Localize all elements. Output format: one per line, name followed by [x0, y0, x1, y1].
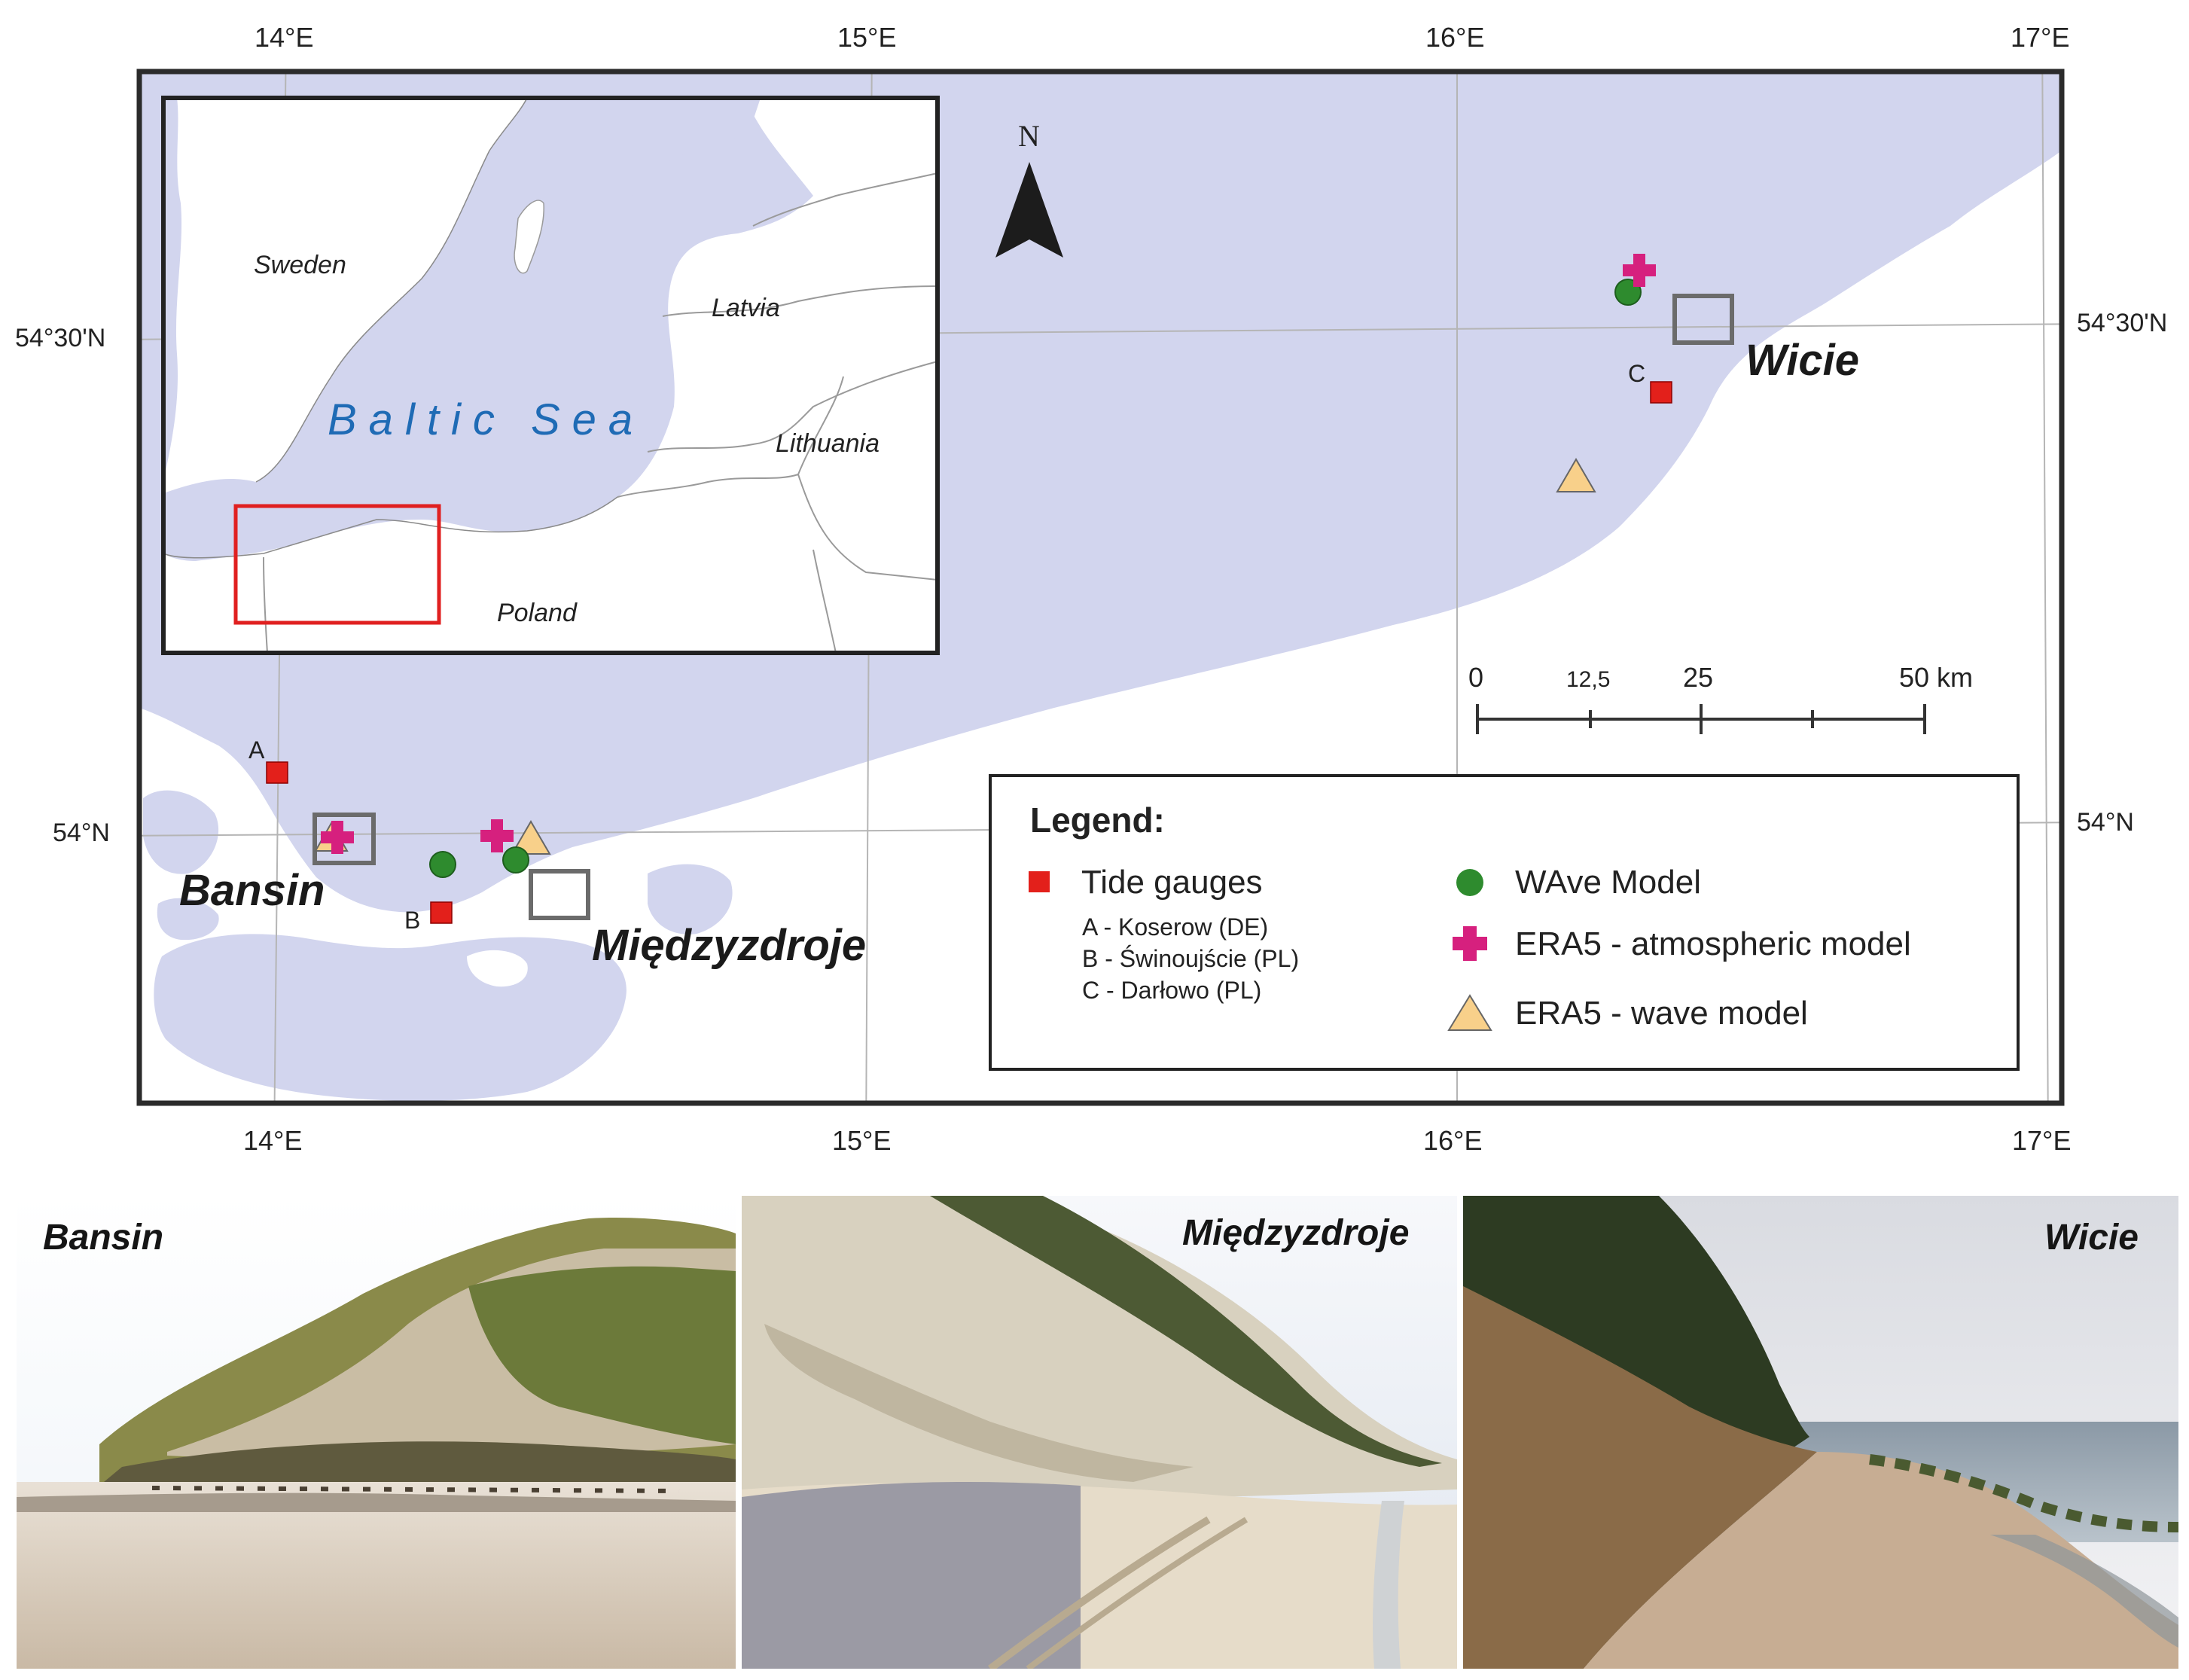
gauge-letter-b: B: [404, 907, 420, 934]
lat-label-right: 54°N: [2077, 808, 2134, 837]
inset-map: Sweden Latvia Lithuania Poland Baltic Se…: [161, 96, 940, 655]
legend-era5-wave-label: ERA5 - wave model: [1515, 995, 1808, 1032]
photo-title-bansin: Bansin: [43, 1218, 164, 1258]
study-box-miedzyzdroje: [529, 869, 590, 920]
site-label-bansin: Bansin: [179, 866, 325, 915]
lon-label-bottom: 14°E: [243, 1125, 302, 1156]
site-label-miedzyzdroje: Międzyzdroje: [592, 921, 866, 970]
era5-wave-marker: [1556, 458, 1596, 492]
photo-wicie: Wicie: [1463, 1196, 2178, 1669]
scale-label-50km: 50 km: [1899, 662, 1973, 693]
inset-label-lithuania: Lithuania: [776, 429, 880, 458]
north-label: N: [1018, 119, 1040, 153]
scale-label-25: 25: [1683, 662, 1713, 693]
inset-label-latvia: Latvia: [712, 294, 780, 322]
photo-title-wicie: Wicie: [2044, 1218, 2139, 1258]
map-frame: [136, 69, 2065, 1106]
lon-label-bottom: 16°E: [1423, 1125, 1482, 1156]
scale-label-0: 0: [1468, 662, 1483, 693]
gauge-letter-a: A: [248, 736, 265, 764]
wave-model-marker: [429, 851, 456, 878]
lon-label-top: 17°E: [2011, 22, 2069, 53]
inset-label-poland: Poland: [497, 599, 578, 627]
era5-atmo-marker: [321, 821, 354, 854]
study-area-box: [233, 504, 441, 625]
lat-label-left: 54°30'N: [15, 324, 105, 352]
era5-wave-marker: [511, 820, 551, 855]
lat-label-left: 54°N: [53, 819, 110, 847]
map-figure: A B C Bansin Międzyzdroje Wicie N 0 12,5…: [15, 22, 2167, 1156]
lon-label-top: 16°E: [1425, 22, 1484, 53]
main-map: A B C Bansin Międzyzdroje Wicie N 0 12,5…: [139, 72, 2062, 1103]
legend-wave-icon: [1456, 869, 1483, 896]
photo-bansin: Bansin: [17, 1196, 736, 1669]
gotland-island: [514, 200, 544, 274]
study-box-bansin: [312, 813, 376, 865]
legend-era5-wave-icon: [1447, 994, 1492, 1031]
lon-label-top: 14°E: [255, 22, 313, 53]
lon-label-bottom: 15°E: [832, 1125, 891, 1156]
legend-era5-atmo-label: ERA5 - atmospheric model: [1515, 925, 1911, 962]
scale-bar: [1476, 704, 1926, 734]
legend-era5-atmo-icon: [1453, 926, 1487, 961]
inset-label-sweden: Sweden: [254, 251, 346, 279]
scale-label-12-5: 12,5: [1566, 667, 1610, 692]
legend-gauge-a: A - Koserow (DE): [1082, 913, 1268, 941]
legend: Legend: Tide gauges A - Koserow (DE) B -…: [989, 774, 2020, 1071]
tide-gauge-marker: [1650, 381, 1672, 404]
inset-sea: [163, 98, 813, 561]
study-box-wicie: [1672, 294, 1734, 345]
legend-tide-label: Tide gauges: [1081, 864, 1263, 901]
wave-model-marker: [502, 846, 529, 874]
lat-label-right: 54°30'N: [2077, 309, 2167, 337]
era5-atmo-marker: [480, 819, 514, 852]
north-arrow-icon: [995, 162, 1063, 258]
inset-borders: [263, 172, 938, 654]
legend-title: Legend:: [1030, 800, 1165, 840]
photo-miedzyzdroje: Międzyzdroje: [742, 1196, 1457, 1669]
gauge-letter-c: C: [1628, 360, 1645, 387]
photo-title-miedzyzdroje: Międzyzdroje: [1182, 1213, 1410, 1253]
inset-label-baltic: Baltic Sea: [328, 395, 645, 444]
site-label-wicie: Wicie: [1745, 336, 1859, 385]
legend-gauge-b: B - Świnoujście (PL): [1082, 945, 1299, 972]
legend-gauge-c: C - Darłowo (PL): [1082, 977, 1261, 1004]
era5-atmo-marker: [1623, 254, 1656, 287]
lon-label-bottom: 17°E: [2012, 1125, 2071, 1156]
legend-tide-icon: [1029, 871, 1050, 892]
lon-label-top: 15°E: [837, 22, 896, 53]
tide-gauge-marker: [430, 901, 453, 924]
tide-gauge-marker: [266, 761, 288, 784]
legend-wave-label: WAve Model: [1515, 864, 1701, 901]
